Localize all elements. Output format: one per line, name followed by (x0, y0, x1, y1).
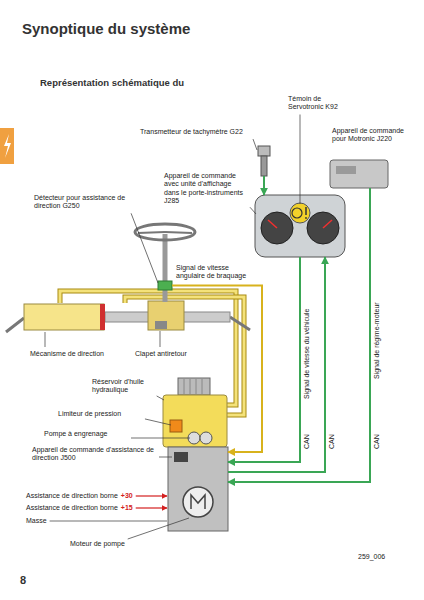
section-tab (0, 128, 14, 164)
figure-number: 259_006 (358, 553, 385, 561)
steering-column (138, 232, 165, 233)
motronic-unit (330, 160, 388, 188)
leader-line (300, 115, 301, 205)
signal-line (172, 286, 262, 453)
signal-line (228, 257, 325, 472)
instrument-cluster (255, 195, 345, 257)
steering-column (158, 281, 172, 290)
leader-line (136, 507, 167, 508)
steering-rack (230, 317, 250, 330)
leader-line (131, 438, 190, 439)
instrument-cluster (290, 203, 310, 223)
leader-line (128, 518, 189, 539)
terminal-number: +30 (121, 492, 133, 500)
steering-column (165, 232, 192, 233)
signal-label: Signal de régime-moteur (373, 301, 381, 380)
pump-unit (196, 379, 197, 394)
pump-unit (184, 379, 185, 394)
instrument-cluster (307, 212, 339, 244)
leader-line (159, 457, 172, 458)
speed-sensor (258, 146, 270, 176)
steering-sensor: Détecteur pour assistance de direction G… (158, 281, 172, 290)
part-caption: Détecteur pour assistance de direction G… (34, 194, 130, 211)
steering-rack (6, 318, 24, 332)
signal-label: Signal de vitesse angulaire de braquage (176, 264, 256, 281)
leader-line (253, 139, 257, 150)
speed-sensor (261, 156, 267, 176)
signal-line (263, 176, 265, 195)
page-number: 8 (20, 574, 26, 587)
section-tab (0, 128, 14, 164)
speed-sensor: Transmetteur de tachymètre G22 (256, 146, 272, 176)
leader-line (160, 331, 161, 347)
steering-rack (6, 301, 250, 332)
pump-unit (163, 378, 228, 531)
steering-column (163, 234, 168, 302)
pump-unit (174, 452, 188, 462)
part-caption: Transmetteur de tachymètre G22 (140, 128, 252, 136)
pump-unit (191, 495, 205, 509)
leader-line (250, 207, 256, 214)
terminal-number: +15 (121, 504, 133, 512)
part-label: Mécanisme de direction (30, 350, 120, 358)
pump-unit (200, 432, 212, 444)
part-label: Limiteur de pression (58, 410, 142, 418)
steering-rack (155, 321, 167, 329)
pump-unit (163, 395, 227, 447)
instrument-cluster (261, 212, 293, 244)
speed-sensor (258, 146, 270, 156)
steering-rack (100, 304, 105, 330)
signal-line (228, 257, 300, 462)
subtitle: Représentation schématique du (40, 77, 184, 88)
bus-label: CAN (328, 433, 336, 450)
pump-unit (202, 379, 203, 394)
part-label: Moteur de pompe (70, 540, 125, 548)
signal-line (228, 188, 370, 482)
steering-column (135, 224, 195, 240)
leader-line (145, 419, 171, 425)
pump-unit (178, 378, 210, 395)
part-caption: Appareil de commande pour Motronic J220 (332, 127, 412, 144)
part-caption: Appareil de commande d'assistance de dir… (32, 446, 156, 463)
pump-unit (183, 487, 213, 517)
part-label: Pompe à engrenage (44, 430, 128, 438)
part-caption: Appareil de commande avec unité d'affich… (164, 172, 248, 205)
pump-unit (168, 447, 228, 531)
section-tab (4, 134, 11, 158)
instrument-cluster (268, 220, 277, 228)
instrument-cluster (292, 208, 302, 218)
leader-line (157, 396, 164, 400)
steering-column (135, 224, 195, 302)
instrument-cluster (323, 220, 332, 228)
part-label: Clapet antiretour (135, 350, 205, 358)
instrument-cluster: Appareil de commande avec unité d'affich… (255, 195, 345, 257)
leader-line (50, 521, 167, 522)
terminal-label: Assistance de direction borne (26, 504, 118, 512)
engine-control-unit: Appareil de commande pour Motronic J220 (330, 160, 388, 188)
instrument-cluster (305, 207, 307, 215)
leader-line (45, 332, 46, 347)
steering-control-unit: Appareil de commande d'assistance de dir… (168, 447, 228, 531)
motronic-unit (336, 166, 356, 174)
steering-rack (148, 301, 184, 330)
leader-line (131, 213, 158, 283)
instrument-cluster (305, 217, 307, 219)
bus-label: CAN (373, 433, 381, 450)
motronic-unit (330, 160, 388, 188)
leader-line (136, 495, 167, 496)
bus-label: CAN (303, 433, 311, 450)
pump-unit (170, 420, 182, 432)
ground-label: Masse (26, 517, 47, 525)
pump-unit (190, 379, 191, 394)
part-label: Témoin de Servotronic K92 (288, 95, 352, 112)
part-label: Réservoir d'huile hydraulique (92, 378, 154, 395)
page-title: Synoptique du système (22, 20, 190, 38)
terminal-label: Assistance de direction borne (26, 492, 118, 500)
steering-rack (24, 304, 104, 330)
instrument-cluster (255, 195, 345, 257)
signal-label: Signal de vitesse du véhicule (303, 308, 311, 400)
